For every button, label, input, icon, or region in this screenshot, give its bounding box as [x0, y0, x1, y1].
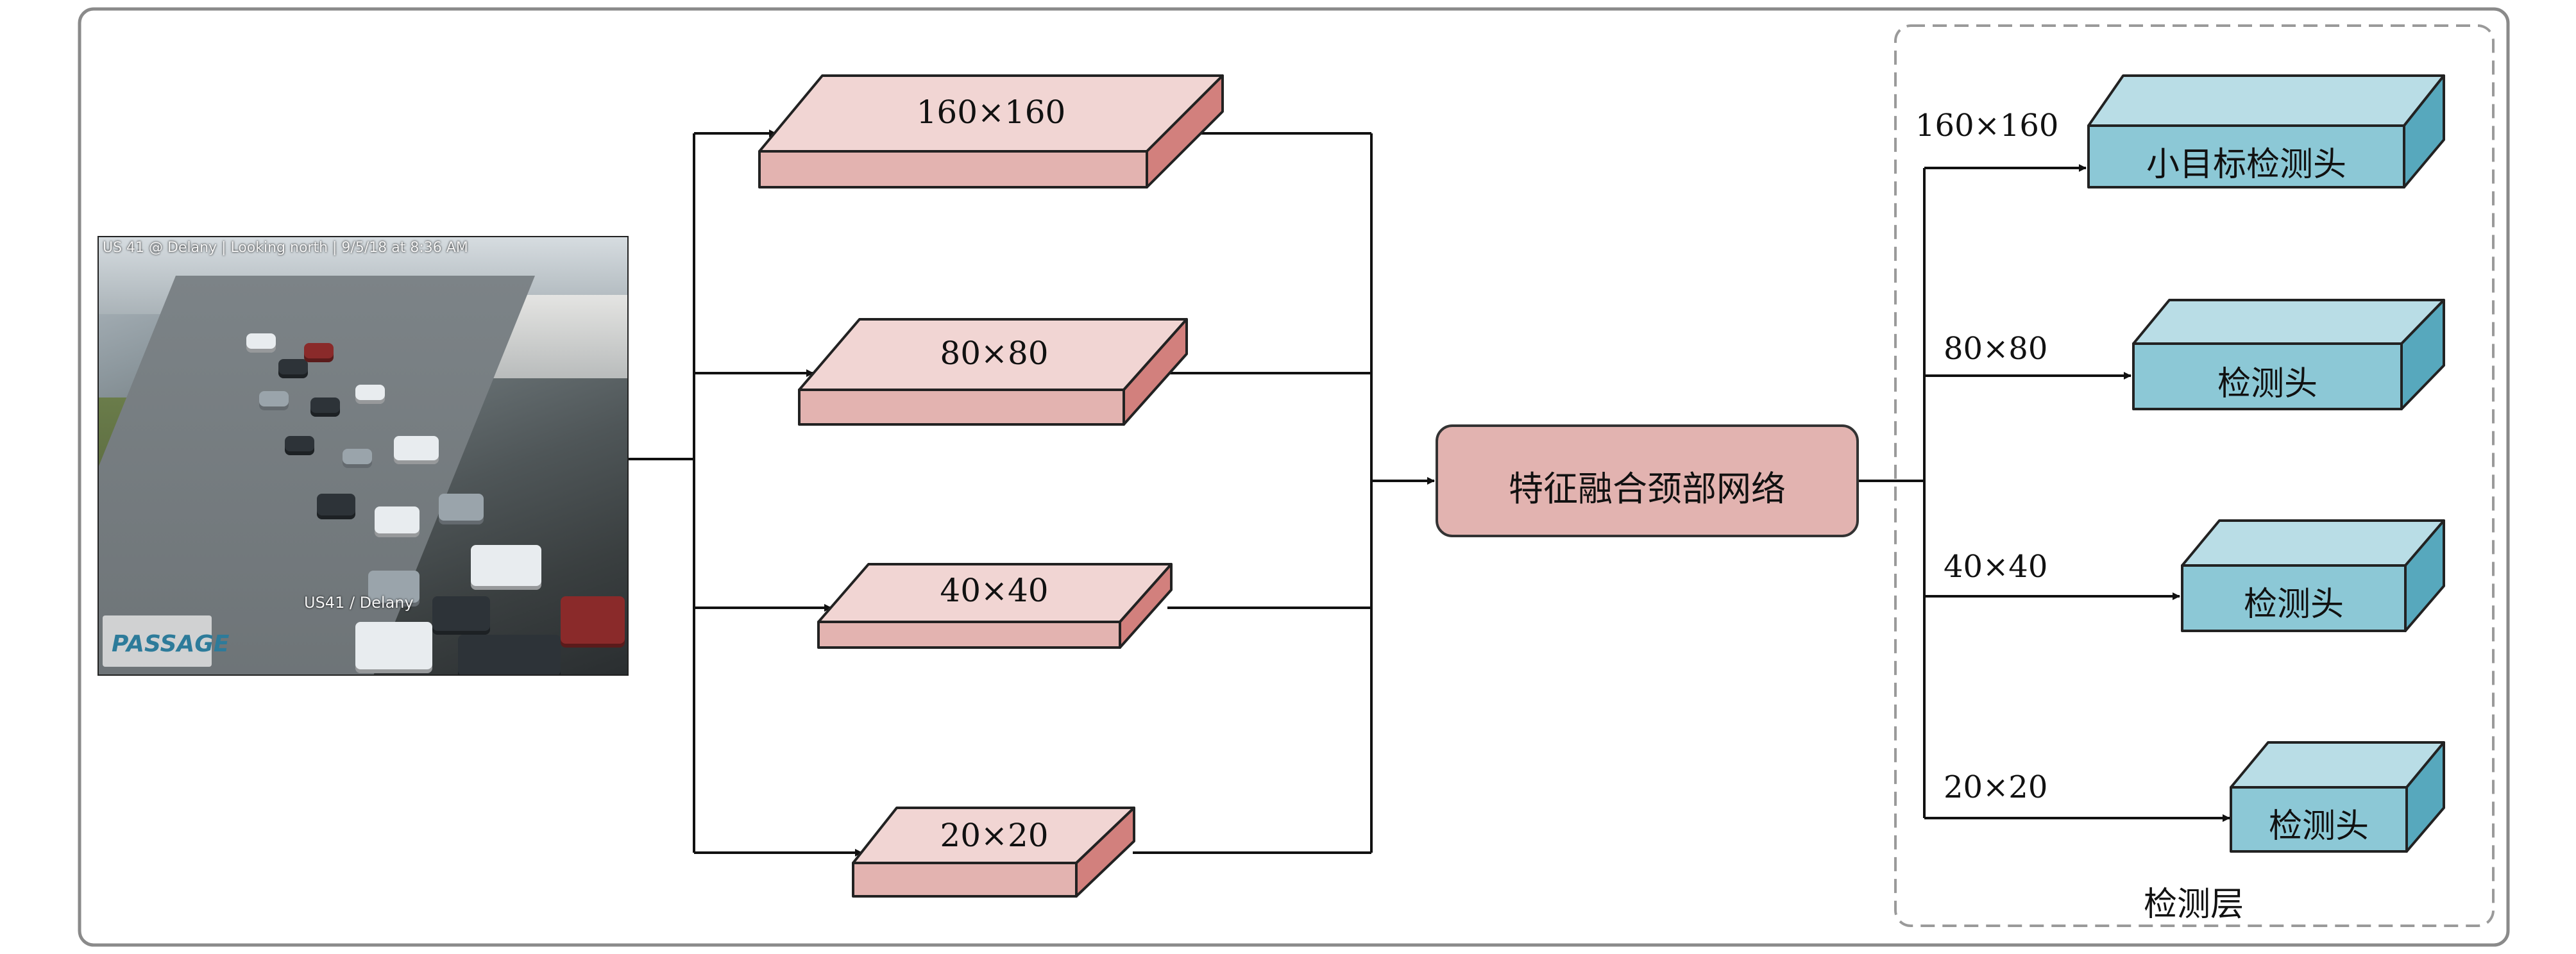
feature-map-80 [798, 318, 1188, 426]
input-traffic-image: US 41 @ Delany | Looking north | 9/5/18 … [97, 236, 629, 676]
photo-car [471, 545, 541, 590]
head-scale-20: 20×20 [1944, 769, 2048, 805]
photo-car [458, 635, 561, 674]
photo-car [310, 398, 340, 417]
feature-map-label-160: 160×160 [916, 94, 1066, 131]
photo-logo-text: PASSAGE [112, 631, 230, 657]
head-label-40: 检测头 [2243, 585, 2344, 624]
head-160 [2087, 74, 2445, 188]
head-20 [2230, 741, 2445, 853]
fusion-neck-box [1436, 424, 1859, 537]
photo-car [317, 494, 355, 519]
head-40 [2181, 519, 2445, 632]
detection-layer-title: 检测层 [2143, 885, 2244, 924]
head-label-160: 小目标检测头 [2146, 146, 2346, 184]
head-label-80: 检测头 [2217, 365, 2318, 403]
fusion-neck-label: 特征融合颈部网络 [1509, 469, 1786, 509]
photo-car [259, 391, 289, 410]
feature-map-label-40: 40×40 [940, 572, 1049, 609]
head-scale-40: 40×40 [1944, 549, 2048, 585]
head-scale-80: 80×80 [1944, 331, 2048, 367]
photo-car [375, 506, 419, 537]
head-label-20: 检测头 [2268, 807, 2369, 846]
photo-car [278, 359, 308, 378]
photo-car [355, 622, 432, 673]
photo-car [432, 596, 490, 635]
detection-layer-box [1894, 24, 2495, 927]
feature-map-20 [852, 807, 1135, 898]
feature-map-160 [758, 74, 1224, 188]
fusion-connectors [1133, 132, 1435, 854]
photo-car [561, 596, 625, 648]
photo-overlay-text: US 41 @ Delany | Looking north | 9/5/18 … [103, 240, 468, 256]
photo-car [368, 571, 419, 607]
head-80 [2132, 299, 2445, 410]
photo-car [439, 494, 484, 524]
head-connectors [1859, 164, 2230, 822]
photo-logo: PASSAGE [103, 615, 230, 667]
photo-car [246, 333, 276, 353]
feature-map-40 [817, 563, 1173, 649]
photo-car [304, 343, 334, 362]
photo-car [355, 385, 385, 404]
input-connectors [629, 130, 863, 857]
feature-map-label-20: 20×20 [940, 817, 1049, 854]
photo-car [394, 436, 439, 464]
photo-car [285, 436, 314, 455]
outer-frame [78, 7, 2510, 947]
photo-road-label: US41 / Delany [304, 594, 414, 612]
head-scale-160: 160×160 [1915, 108, 2059, 144]
feature-map-label-80: 80×80 [940, 335, 1049, 372]
photo-car [343, 449, 372, 468]
